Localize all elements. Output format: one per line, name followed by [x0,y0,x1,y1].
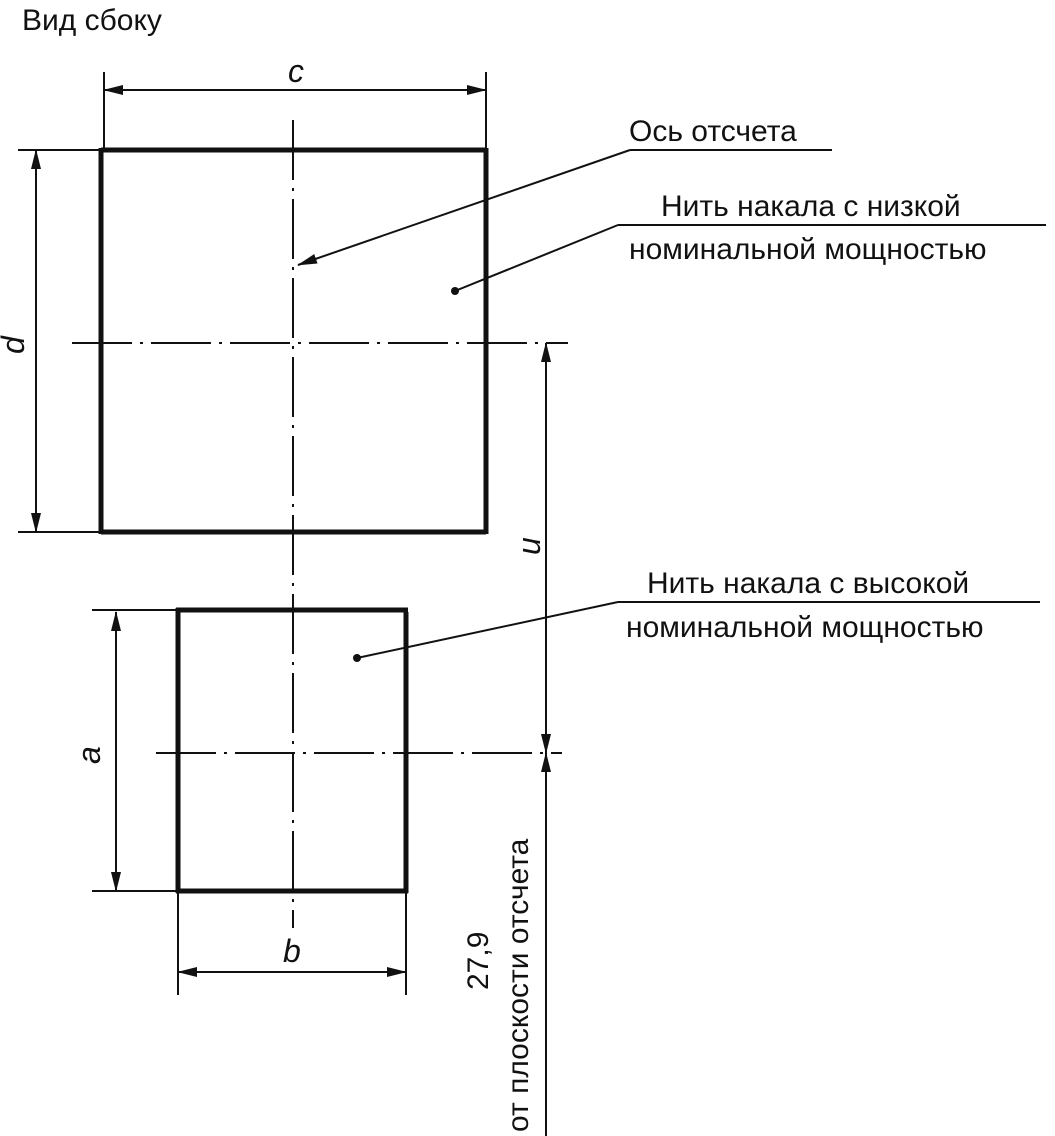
reference-distance-text: от плоскости отсчета [502,838,535,1132]
dimension-d: d [0,149,101,533]
callout-reference-axis: Ось отсчета [297,115,832,266]
label-b: b [283,933,301,969]
dimension-c: c [103,53,487,148]
callout-low-filament: Нить накала с низкой номинальной мощност… [451,190,1046,295]
dimension-u: u [511,342,551,754]
callout-high-filament-line1: Нить накала с высокой [647,567,969,600]
callout-high-filament: Нить накала с высокой номинальной мощнос… [353,567,1040,662]
callout-reference-axis-text: Ось отсчета [629,115,797,148]
view-title: Вид сбоку [22,4,162,37]
reference-plane-dimension: 27,9 от плоскости отсчета [462,752,551,1136]
dimension-b: b [177,893,407,995]
label-u: u [511,537,547,555]
callout-high-filament-line2: номинальной мощностью [626,611,983,644]
dimension-a: a [71,609,176,892]
callout-low-filament-line2: номинальной мощностью [629,233,986,266]
label-d: d [0,335,31,354]
callout-low-filament-line1: Нить накала с низкой [661,190,961,223]
reference-distance-value: 27,9 [462,932,495,990]
label-c: c [288,53,304,89]
label-a: a [71,746,107,764]
